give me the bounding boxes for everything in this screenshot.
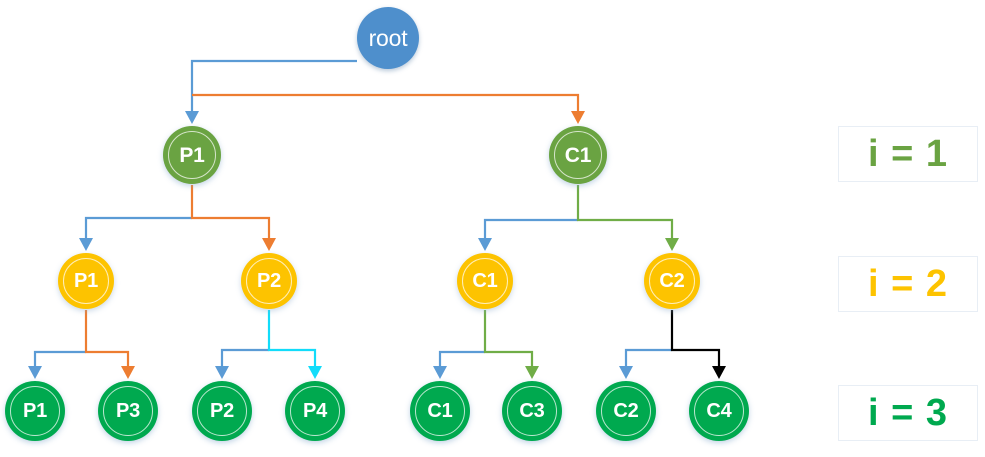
node-label: P1 bbox=[22, 400, 48, 422]
arrowhead-e-p1-p2 bbox=[262, 238, 276, 251]
arrowhead-e-c1-c2 bbox=[665, 238, 679, 251]
node-label: P2 bbox=[256, 270, 282, 292]
node-l3-p2[interactable]: P2 bbox=[192, 381, 252, 441]
legend-item-i3: i = 3 bbox=[838, 385, 978, 441]
arrowhead-e-c1-c3 bbox=[525, 366, 539, 379]
node-label: C1 bbox=[427, 400, 453, 422]
node-label: P2 bbox=[209, 400, 235, 422]
arrowhead-e-p2-p4 bbox=[308, 366, 322, 379]
node-l3-c2[interactable]: C2 bbox=[596, 381, 656, 441]
node-label: P3 bbox=[115, 400, 141, 422]
node-label: C2 bbox=[659, 270, 685, 292]
node-l2-c2[interactable]: C2 bbox=[644, 253, 700, 309]
node-l3-c1[interactable]: C1 bbox=[410, 381, 470, 441]
legend-item-i2: i = 2 bbox=[838, 256, 978, 312]
node-l1-c1[interactable]: C1 bbox=[549, 126, 607, 184]
node-l1-p1[interactable]: P1 bbox=[163, 126, 221, 184]
legend-label: i = 1 bbox=[868, 132, 948, 175]
edge-e-p2-p4 bbox=[267, 310, 317, 366]
legend-label: i = 3 bbox=[868, 391, 948, 434]
node-label: P4 bbox=[302, 400, 328, 422]
node-label: C1 bbox=[564, 143, 592, 167]
node-l2-c1[interactable]: C1 bbox=[457, 253, 513, 309]
arrowhead-e-p1-p1b bbox=[28, 366, 42, 379]
edge-e-c1-c1b bbox=[438, 350, 485, 366]
edge-e-c2-c2 bbox=[624, 348, 672, 366]
edge-e-p1-p3 bbox=[84, 310, 130, 366]
legend-label: i = 2 bbox=[868, 262, 948, 305]
node-l3-c4[interactable]: C4 bbox=[689, 381, 749, 441]
edge-e-p2-p2 bbox=[220, 348, 269, 366]
node-label: root bbox=[368, 24, 408, 51]
node-root[interactable]: root bbox=[357, 7, 419, 69]
node-label: C4 bbox=[706, 400, 732, 422]
arrowhead-e-c2-c4 bbox=[712, 366, 726, 379]
arrowhead-e-c1-c1b bbox=[433, 366, 447, 379]
arrowhead-e-root-p1 bbox=[185, 111, 199, 124]
edge-e-c1-c1 bbox=[483, 218, 578, 238]
arrowhead-e-p1-p3 bbox=[121, 366, 135, 379]
arrowhead-e-c1-c1 bbox=[478, 238, 492, 251]
node-l3-p4[interactable]: P4 bbox=[285, 381, 345, 441]
edge-e-p1-p1 bbox=[84, 216, 192, 238]
legend-item-i1: i = 1 bbox=[838, 126, 978, 182]
edge-e-p1-p2 bbox=[190, 185, 271, 238]
arrowhead-e-p1-p1 bbox=[79, 238, 93, 251]
node-l2-p1[interactable]: P1 bbox=[58, 253, 114, 309]
edge-e-root-p1 bbox=[190, 59, 357, 111]
node-l3-p3[interactable]: P3 bbox=[98, 381, 158, 441]
arrowhead-e-p2-p2 bbox=[215, 366, 229, 379]
edge-e-root-c1 bbox=[192, 93, 580, 111]
arrowhead-e-root-c1 bbox=[571, 111, 585, 124]
edge-e-c2-c4 bbox=[670, 310, 721, 366]
node-label: C1 bbox=[472, 270, 498, 292]
node-label: C2 bbox=[613, 400, 639, 422]
node-label: C3 bbox=[519, 400, 545, 422]
node-l3-p1[interactable]: P1 bbox=[5, 381, 65, 441]
node-label: P1 bbox=[73, 270, 99, 292]
arrowhead-e-c2-c2 bbox=[619, 366, 633, 379]
node-l2-p2[interactable]: P2 bbox=[241, 253, 297, 309]
edge-e-p1-p1b bbox=[33, 350, 86, 366]
edge-e-c1-c3 bbox=[483, 310, 534, 366]
edge-e-c1-c2 bbox=[576, 185, 674, 238]
node-l3-c3[interactable]: C3 bbox=[502, 381, 562, 441]
node-label: P1 bbox=[179, 143, 205, 167]
